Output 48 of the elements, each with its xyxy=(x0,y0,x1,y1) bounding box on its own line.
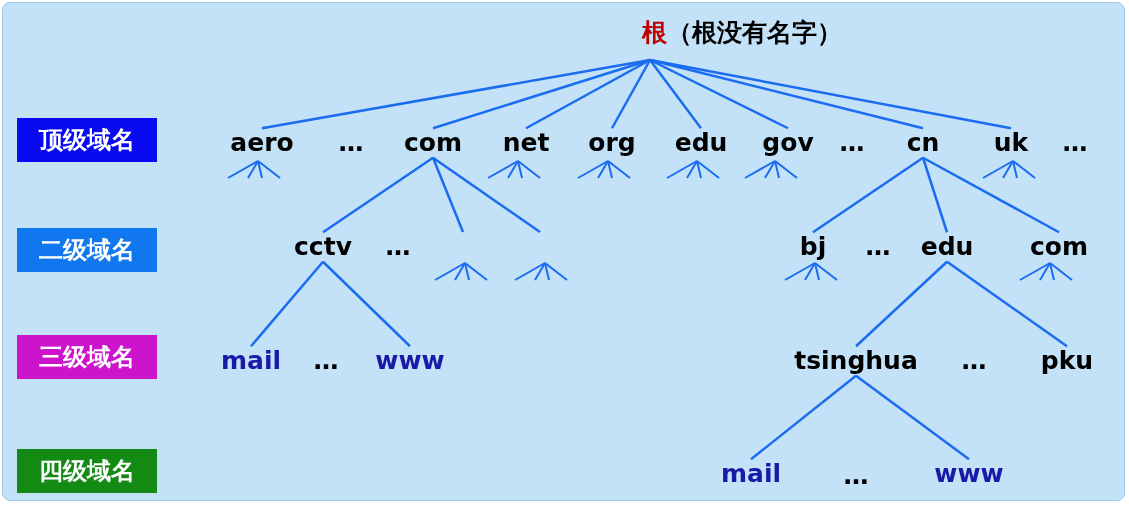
ellipsis: … xyxy=(961,347,987,375)
tree-line xyxy=(649,59,702,129)
tree-line xyxy=(812,156,924,234)
tree-line xyxy=(432,58,651,130)
ellipsis: … xyxy=(843,462,869,490)
domain-label: com xyxy=(1030,233,1088,261)
ellipsis: … xyxy=(385,233,411,261)
domain-label: uk xyxy=(993,129,1029,157)
domain-label: net xyxy=(502,129,550,157)
level-label: 二级域名 xyxy=(17,228,157,272)
ellipsis: … xyxy=(865,233,891,261)
tree-line xyxy=(921,157,949,233)
tree-line xyxy=(649,58,1012,130)
tree-line xyxy=(610,59,652,129)
domain-label: mail xyxy=(720,460,782,488)
tree-line xyxy=(250,260,324,348)
tree-line xyxy=(855,374,970,461)
tree-line xyxy=(922,156,1060,234)
domain-label: bj xyxy=(799,233,827,261)
tree-line xyxy=(431,157,465,233)
domain-label: cn xyxy=(906,129,940,157)
level-label: 四级域名 xyxy=(17,449,157,493)
domain-label: www xyxy=(375,347,445,375)
level-label: 顶级域名 xyxy=(17,118,157,162)
tree-line xyxy=(750,374,857,461)
domain-label: tsinghua xyxy=(794,347,918,375)
domain-label: gov xyxy=(762,129,814,157)
domain-label: edu xyxy=(674,129,728,157)
domain-label: edu xyxy=(920,233,974,261)
domain-label: www xyxy=(934,460,1004,488)
root-label: 根 xyxy=(642,18,667,48)
ellipsis: … xyxy=(839,129,865,157)
ellipsis: … xyxy=(1062,129,1088,157)
ellipsis: … xyxy=(338,129,364,157)
tree-line xyxy=(322,260,411,348)
root-note: （根没有名字） xyxy=(667,18,842,48)
tree-line xyxy=(946,260,1068,348)
domain-label: pku xyxy=(1040,347,1094,375)
domain-label: cctv xyxy=(294,233,352,261)
domain-label: aero xyxy=(230,129,294,157)
tree-line xyxy=(855,260,948,348)
domain-label: mail xyxy=(220,347,282,375)
tree-line xyxy=(322,156,434,234)
ellipsis: … xyxy=(313,347,339,375)
level-label: 三级域名 xyxy=(17,335,157,379)
domain-label: com xyxy=(404,129,462,157)
tree-line xyxy=(432,156,541,234)
domain-label: org xyxy=(588,129,636,157)
